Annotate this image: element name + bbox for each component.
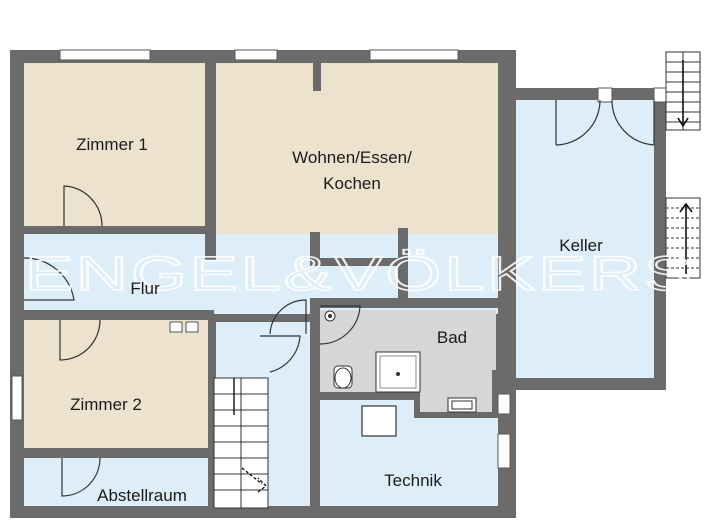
wall-technik-left <box>310 490 320 510</box>
wall-wohnen-mid2 <box>320 258 406 266</box>
zimmer1-floor <box>24 63 205 226</box>
room-label-flur: Flur <box>130 279 160 298</box>
zimmer2-floor <box>24 318 208 448</box>
wall-zimmer1-right <box>205 63 216 260</box>
watermark: ENGEL&VÖLKERS <box>25 248 695 301</box>
drain-dot <box>328 314 332 318</box>
stair-down-arrow-icon <box>677 60 689 128</box>
window <box>234 49 278 61</box>
wall-wohnen-right <box>398 228 408 300</box>
stair-up-arrow-icon <box>679 202 693 274</box>
wall-bad-top <box>310 298 502 308</box>
abstellraum-floor <box>24 458 208 506</box>
window <box>369 49 459 61</box>
inner-staircase <box>213 377 269 509</box>
room-label-zimmer2: Zimmer 2 <box>70 395 142 414</box>
sink-basin <box>451 400 473 410</box>
window <box>597 87 613 103</box>
room-label-keller: Keller <box>559 236 603 255</box>
room-label-technik: Technik <box>384 471 442 490</box>
wall-flur-bottom <box>24 310 214 320</box>
room-label-abstellraum: Abstellraum <box>97 486 187 505</box>
wall-zimmer1-bottom <box>24 226 64 234</box>
wall-wohnen-stub <box>313 63 321 91</box>
room-label-bad: Bad <box>437 328 467 347</box>
technik-unit <box>361 405 397 437</box>
shower-drain <box>396 372 400 376</box>
windows <box>11 49 667 469</box>
stair-arrow-icon <box>241 467 268 493</box>
bad-fixtures <box>324 310 477 413</box>
toilet-bowl <box>334 367 352 389</box>
window <box>497 393 511 415</box>
bad-inner-floor <box>420 312 492 412</box>
window <box>497 433 511 469</box>
window <box>59 49 151 61</box>
room-label-zimmer1: Zimmer 1 <box>76 135 148 154</box>
window <box>653 87 667 103</box>
shower-inner <box>379 355 417 389</box>
room-label-wohnen-line2: Kochen <box>323 174 381 193</box>
keller-floor <box>516 100 654 378</box>
outlet-box <box>169 321 183 333</box>
wall-bad-left <box>310 298 320 408</box>
outlet-box <box>185 321 199 333</box>
window <box>11 375 23 421</box>
wall-treppe-left <box>208 318 216 508</box>
doors <box>23 185 361 497</box>
wall-technik-top <box>310 392 420 400</box>
room-label-wohnen-line1: Wohnen/Essen/ <box>292 148 412 167</box>
keller-double-door <box>555 99 655 146</box>
wall-wohnen-mid <box>310 232 320 266</box>
wall-keller-left <box>498 88 516 390</box>
wall-zimmer2-bottom <box>24 448 214 458</box>
wohnen-floor <box>216 63 498 261</box>
